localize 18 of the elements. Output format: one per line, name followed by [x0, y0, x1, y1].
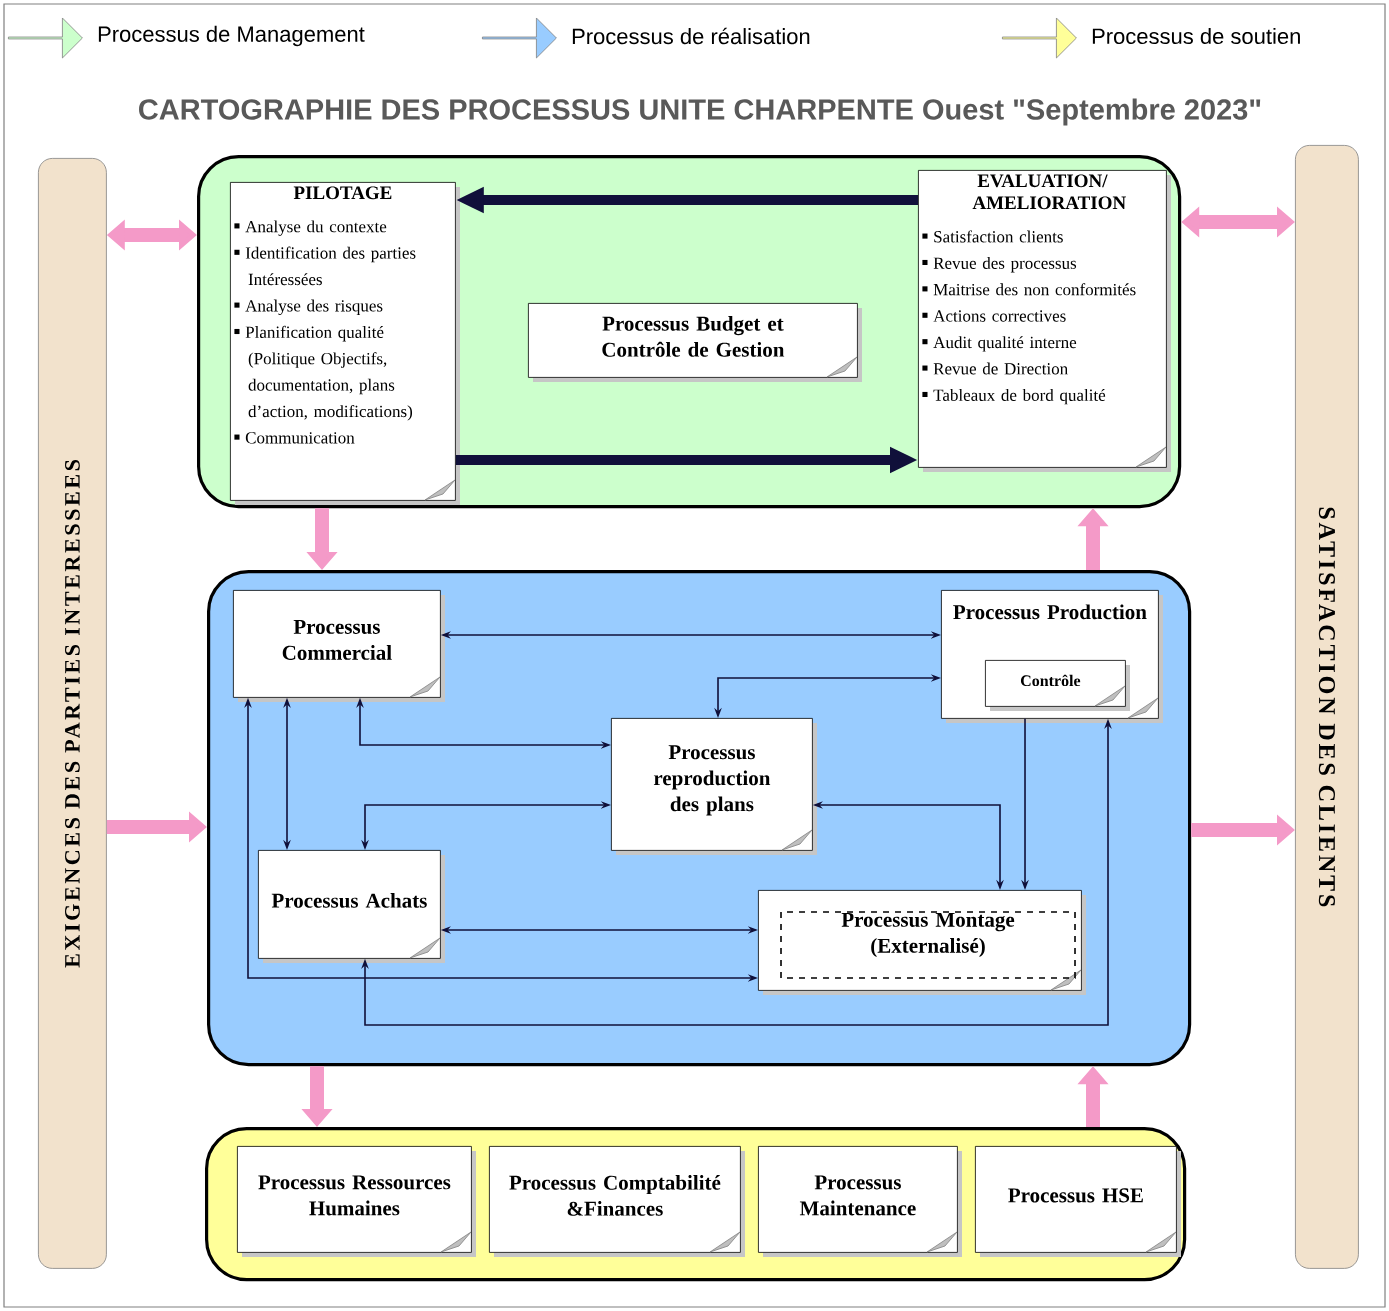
list-box: PILOTAGE Analyse du contexte Identification des parties Intéressées Analyse des risques Planification qualité (Politique Objectifs, documentation, plans d’action, modifications) Communication — [230, 182, 460, 505]
process-box: Processus Montage (Externalisé) — [758, 890, 1086, 995]
title: CARTOGRAPHIE DES PROCESSUS UNITE CHARPENTE Ouest "Septembre 2023" — [139, 98, 1261, 126]
list-box: EVALUATION/ AMELIORATION Satisfaction clients Revue des processus Maitrise des non conformités Actions correctives Audit qualité interne Revue de Direction Tableaux de bord qualité — [918, 170, 1171, 472]
legend-label: Processus de Management — [98, 25, 365, 47]
side-band: SATISFACTION DES CLIENTS — [1295, 145, 1359, 1269]
process-box: Processus Ressources Humaines — [237, 1146, 476, 1257]
sub-process-box: Contrôle — [985, 660, 1130, 711]
process-box: Processus Commercial — [233, 590, 445, 702]
process-box: Processus Budget et Contrôle de Gestion — [528, 303, 862, 382]
side-band: EXIGENCES DES PARTIES INTERESSEES — [38, 158, 107, 1269]
process-box: Processus reproduction des plans — [611, 718, 817, 855]
process-box: Processus Comptabilité &Finances — [489, 1146, 745, 1257]
legend-label: Processus de soutien — [1092, 27, 1300, 45]
process-box: Processus Achats — [258, 850, 445, 963]
legend-label: Processus de réalisation — [572, 27, 810, 45]
process-box: Processus Maintenance — [758, 1146, 962, 1257]
process-box: Processus HSE — [975, 1146, 1181, 1257]
